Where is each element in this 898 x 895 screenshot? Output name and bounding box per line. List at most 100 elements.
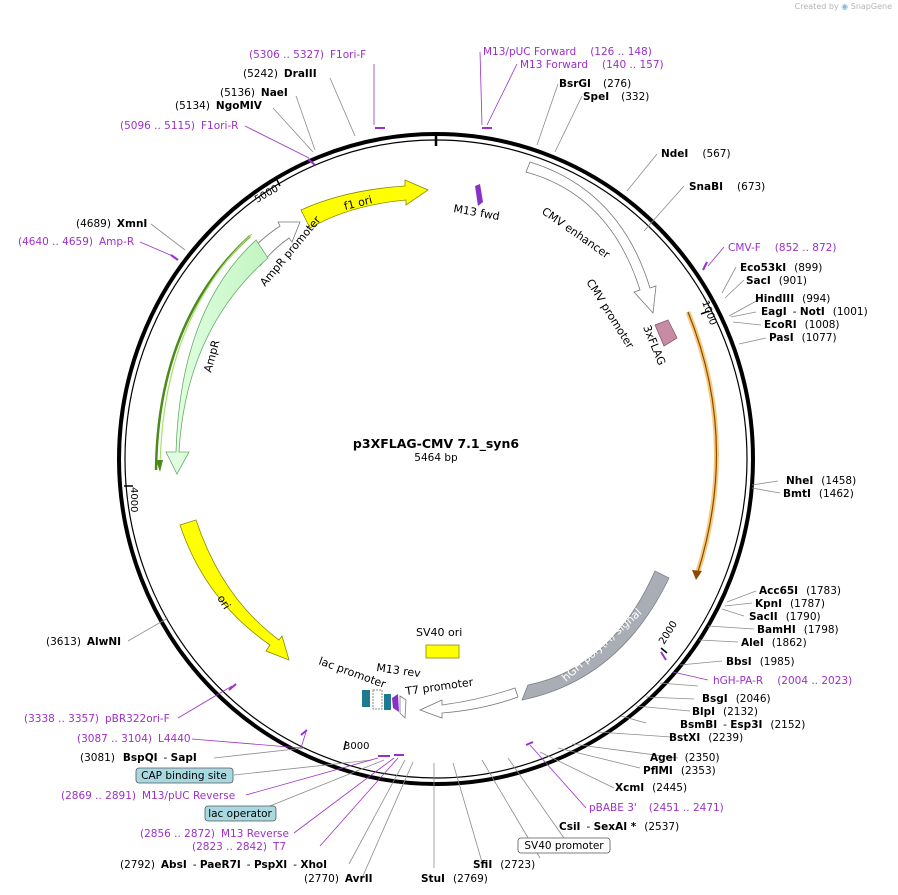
feature-m13-rev[interactable]: M13 rev: [376, 661, 422, 680]
feature-label: hGH poly(A) signal: [559, 606, 644, 684]
site-2823[interactable]: (2823 .. 2842)T7: [192, 841, 286, 853]
site-eagi[interactable]: EagI- NotI(1001): [761, 306, 868, 318]
feature-t7-promoter[interactable]: T7 promoter: [404, 676, 519, 719]
site-pasi[interactable]: PasI(1077): [769, 332, 837, 344]
site-xhoi[interactable]: (2792)AbsI- PaeR7I- PspXI- XhoI: [120, 859, 327, 871]
svg-text:BlpI(2132): BlpI(2132): [692, 706, 758, 718]
svg-text:BamHI(1798): BamHI(1798): [757, 624, 839, 636]
svg-text:CMV-F(852 .. 872): CMV-F(852 .. 872): [728, 242, 836, 254]
svg-text:BsmBI- Esp3I(2152): BsmBI- Esp3I(2152): [680, 719, 805, 731]
lac-operator-label: lac operator: [208, 808, 272, 820]
feature-sv40-ori[interactable]: SV40 ori: [416, 626, 462, 659]
site-draiii[interactable]: (5242)DraIII: [243, 68, 317, 80]
feature-label: SV40 ori: [416, 626, 462, 639]
svg-text:Acc65I(1783): Acc65I(1783): [759, 585, 841, 597]
feature-orf[interactable]: [685, 311, 719, 580]
m13-rev-mark: [392, 694, 399, 712]
svg-text:(5306 .. 5327)F1ori-F: (5306 .. 5327)F1ori-F: [249, 49, 366, 61]
svg-text:(2869 .. 2891)M13/pUC Reverse: (2869 .. 2891)M13/pUC Reverse: [61, 790, 235, 802]
site-bsrgi[interactable]: BsrGI(276): [559, 78, 631, 90]
site-xcmi[interactable]: XcmI(2445): [615, 782, 687, 794]
site-2004[interactable]: hGH-PA-R(2004 .. 2023): [713, 675, 852, 687]
plasmid-length: 5464 bp: [414, 452, 458, 464]
svg-text:SnaBI(673): SnaBI(673): [689, 181, 765, 193]
feature-ori[interactable]: ori: [179, 519, 290, 661]
site-bsmbi[interactable]: BsmBI- Esp3I(2152): [680, 719, 805, 731]
site-agei[interactable]: AgeI(2350): [650, 752, 720, 764]
feature-hgh-polya[interactable]: hGH poly(A) signal: [521, 570, 670, 701]
svg-text:(2792)AbsI- PaeR7I- PspXI- Xho: (2792)AbsI- PaeR7I- PspXI- XhoI: [120, 859, 327, 871]
svg-text:Eco53kI(899): Eco53kI(899): [740, 262, 822, 274]
site-kpni[interactable]: KpnI(1787): [755, 598, 825, 610]
site-852[interactable]: CMV-F(852 .. 872): [728, 242, 836, 254]
site-4640[interactable]: (4640 .. 4659)Amp-R: [18, 236, 134, 248]
site-nhei[interactable]: NheI(1458): [786, 475, 856, 487]
site-pflmi[interactable]: PflMI(2353): [643, 765, 716, 777]
site-spei[interactable]: SpeI(332): [583, 91, 649, 103]
cap-binding-site-box[interactable]: CAP binding site: [135, 767, 234, 784]
site-blpi[interactable]: BlpI(2132): [692, 706, 758, 718]
svg-text:(4689)XmnI: (4689)XmnI: [76, 218, 147, 230]
site-ecori[interactable]: EcoRI(1008): [764, 319, 840, 331]
site-140[interactable]: M13 Forward(140 .. 157): [520, 59, 664, 71]
site-xmni[interactable]: (4689)XmnI: [76, 218, 147, 230]
site-bsgi[interactable]: BsgI(2046): [702, 693, 771, 705]
svg-text:(3338 .. 3357)pBR322ori-F: (3338 .. 3357)pBR322ori-F: [24, 713, 170, 725]
site-bbsi[interactable]: BbsI(1985): [726, 656, 795, 668]
feature-m13-fwd[interactable]: M13 fwd: [452, 184, 501, 223]
svg-text:KpnI(1787): KpnI(1787): [755, 598, 825, 610]
site-hindiii[interactable]: HindIII(994): [755, 293, 830, 305]
site-5096[interactable]: (5096 .. 5115)F1ori-R: [120, 120, 238, 132]
site-labels: (5306 .. 5327)F1ori-F (5242)DraIII (5136…: [18, 46, 868, 885]
site-eco53ki[interactable]: Eco53kI(899): [740, 262, 822, 274]
svg-text:BbsI(1985): BbsI(1985): [726, 656, 795, 668]
site-3087[interactable]: (3087 .. 3104)L4440: [77, 733, 191, 745]
feature-ampr[interactable]: AmpR: [154, 233, 269, 475]
site-csii[interactable]: CsiI- SexAI *(2537): [559, 821, 679, 833]
site-alwni[interactable]: (3613)AlwNI: [46, 636, 121, 648]
site-bamhi[interactable]: BamHI(1798): [757, 624, 839, 636]
site-2856[interactable]: (2856 .. 2872)M13 Reverse: [140, 828, 289, 840]
svg-text:XcmI(2445): XcmI(2445): [615, 782, 687, 794]
plasmid-name: p3XFLAG-CMV 7.1_syn6: [353, 436, 519, 452]
tick-label: 4000: [128, 487, 139, 512]
site-saci[interactable]: SacI(901): [746, 275, 807, 287]
lac-operator-box[interactable]: lac operator: [204, 805, 277, 822]
site-5306[interactable]: (5306 .. 5327)F1ori-F: [249, 49, 366, 61]
site-avrii[interactable]: (2770)AvrII: [304, 873, 373, 885]
svg-text:(2823 .. 2842)T7: (2823 .. 2842)T7: [192, 841, 286, 853]
svg-text:(3081)BspQI- SapI: (3081)BspQI- SapI: [80, 752, 197, 764]
site-alei[interactable]: AleI(1862): [741, 637, 807, 649]
svg-text:pBABE 3'(2451 .. 2471): pBABE 3'(2451 .. 2471): [589, 802, 724, 814]
site-acc65i[interactable]: Acc65I(1783): [759, 585, 841, 597]
site-snabi[interactable]: SnaBI(673): [689, 181, 765, 193]
feature-cmv-enhancer[interactable]: CMV enhancer CMV promoter: [525, 161, 657, 351]
site-sacii[interactable]: SacII(1790): [749, 611, 821, 623]
site-2869[interactable]: (2869 .. 2891)M13/pUC Reverse: [61, 790, 235, 802]
svg-text:StuI(2769): StuI(2769): [421, 873, 488, 885]
site-stui[interactable]: StuI(2769): [421, 873, 488, 885]
site-ndei[interactable]: NdeI(567): [661, 148, 731, 160]
site-2451[interactable]: pBABE 3'(2451 .. 2471): [589, 802, 724, 814]
lac-promoter-mark: [372, 689, 383, 710]
site-ngomiv[interactable]: (5134)NgoMIV: [175, 100, 263, 112]
svg-text:SacI(901): SacI(901): [746, 275, 807, 287]
tick-label: 2000: [657, 619, 680, 646]
svg-text:SacII(1790): SacII(1790): [749, 611, 821, 623]
site-naei[interactable]: (5136)NaeI: [220, 87, 288, 99]
site-sfii[interactable]: SfiI(2723): [473, 859, 535, 871]
svg-text:AgeI(2350): AgeI(2350): [650, 752, 720, 764]
site-bstxi[interactable]: BstXI(2239): [669, 732, 743, 744]
t7-mark: [399, 695, 407, 719]
site-126[interactable]: M13/pUC Forward(126 .. 148): [483, 46, 652, 58]
svg-text:PasI(1077): PasI(1077): [769, 332, 837, 344]
tick-label: 5000: [253, 183, 281, 205]
svg-text:(5242)DraIII: (5242)DraIII: [243, 68, 317, 80]
credit: Created by ◉ SnapGene: [795, 2, 892, 11]
site-3338[interactable]: (3338 .. 3357)pBR322ori-F: [24, 713, 170, 725]
sv40-promoter-box[interactable]: SV40 promoter: [517, 837, 611, 854]
feature-3xflag[interactable]: 3xFLAG: [640, 319, 678, 367]
site-bmti[interactable]: BmtI(1462): [783, 488, 854, 500]
svg-text:BmtI(1462): BmtI(1462): [783, 488, 854, 500]
site-bspqi[interactable]: (3081)BspQI- SapI: [80, 752, 197, 764]
